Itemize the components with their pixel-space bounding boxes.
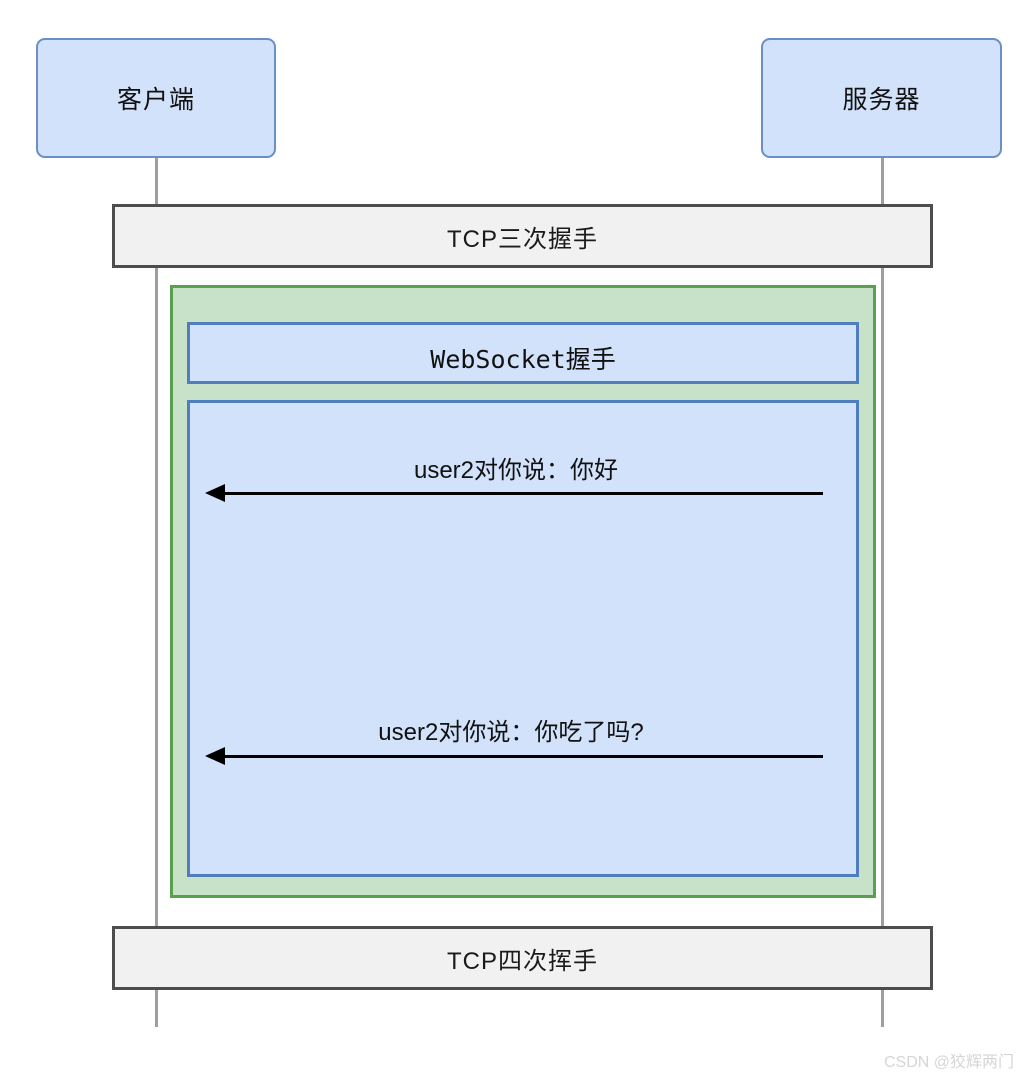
block-websocket-handshake[interactable]: WebSocket握手 <box>187 322 859 384</box>
participant-client[interactable]: 客户端 <box>36 38 276 158</box>
participant-client-label: 客户端 <box>116 86 195 114</box>
participant-server-label: 服务器 <box>842 86 921 114</box>
block-websocket-handshake-label: WebSocket握手 <box>430 345 616 374</box>
phase-bar-tcp-close-label: TCP四次挥手 <box>447 947 598 975</box>
phase-bar-tcp-open-label: TCP三次握手 <box>447 225 598 253</box>
message-1-line <box>214 492 823 495</box>
phase-bar-tcp-open[interactable]: TCP三次握手 <box>112 204 933 268</box>
participant-server[interactable]: 服务器 <box>761 38 1002 158</box>
message-1-arrowhead <box>205 484 225 502</box>
lifeline-server <box>881 157 884 1027</box>
csdn-watermark: CSDN @狡辉两门 <box>884 1054 1015 1071</box>
message-2-arrowhead <box>205 747 225 765</box>
message-1-label: user2对你说：你好 <box>413 457 619 484</box>
message-2-label: user2对你说：你吃了吗? <box>378 719 644 746</box>
lifeline-client <box>155 157 158 1027</box>
block-websocket-messages[interactable] <box>187 400 859 877</box>
phase-bar-tcp-close[interactable]: TCP四次挥手 <box>112 926 933 990</box>
message-2-line <box>214 755 823 758</box>
